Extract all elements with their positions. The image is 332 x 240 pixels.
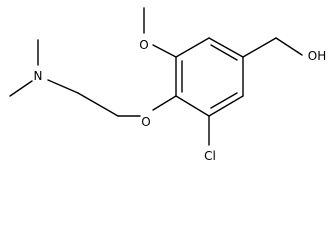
bond-ch2-to-oh bbox=[275, 37, 303, 56]
ring-bond-c1-c2 bbox=[208, 37, 244, 58]
atom-label-methoxy-oxygen: O bbox=[139, 38, 148, 52]
bond-ring-to-ch2 bbox=[242, 37, 277, 58]
chemical-structure: O O N Cl OH bbox=[0, 0, 332, 171]
background bbox=[0, 0, 332, 171]
ring-bond-c3-c4 bbox=[208, 95, 244, 117]
ring-bond-c4-c5 bbox=[175, 95, 210, 117]
bond-n-to-methyl-bottom bbox=[9, 80, 33, 97]
ring-double-bond-top bbox=[210, 44, 238, 61]
bond-ring-to-methoxy-o bbox=[152, 44, 177, 58]
ring-bond-c6-c1 bbox=[175, 37, 210, 58]
atom-label-hydroxyl: OH bbox=[308, 49, 326, 63]
bond-ring-to-ether-o bbox=[152, 95, 177, 111]
atom-label-nitrogen: N bbox=[34, 69, 43, 83]
atom-label-ether-oxygen: O bbox=[141, 115, 150, 129]
bond-ch2-to-ch2 bbox=[77, 92, 119, 117]
bond-ch2-to-n bbox=[47, 79, 79, 94]
ring-double-bond-bottom-right bbox=[210, 92, 238, 109]
atom-label-chlorine: Cl bbox=[204, 149, 216, 163]
